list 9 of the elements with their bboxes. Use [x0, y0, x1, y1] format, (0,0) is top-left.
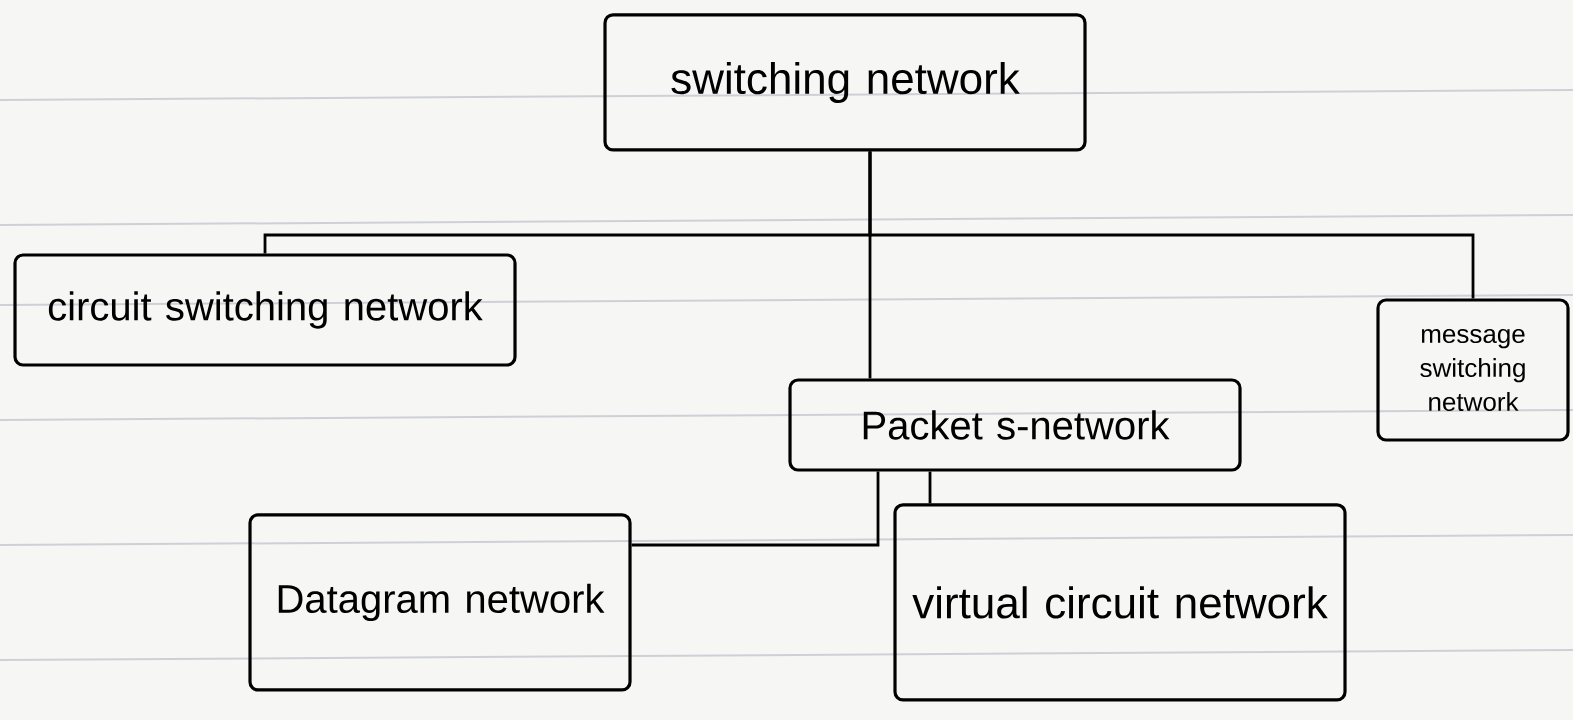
network-box: Packet s-network [788, 378, 1242, 472]
network-box: circuit switching network [13, 253, 517, 367]
connector-line [868, 151, 1475, 299]
network-box: switching network [603, 13, 1087, 152]
network-box: virtual circuit network [893, 503, 1347, 702]
network-box: message switching network [1376, 298, 1570, 442]
connector-line [631, 471, 880, 547]
network-box: Datagram network [248, 513, 632, 692]
connector-line [928, 471, 932, 504]
